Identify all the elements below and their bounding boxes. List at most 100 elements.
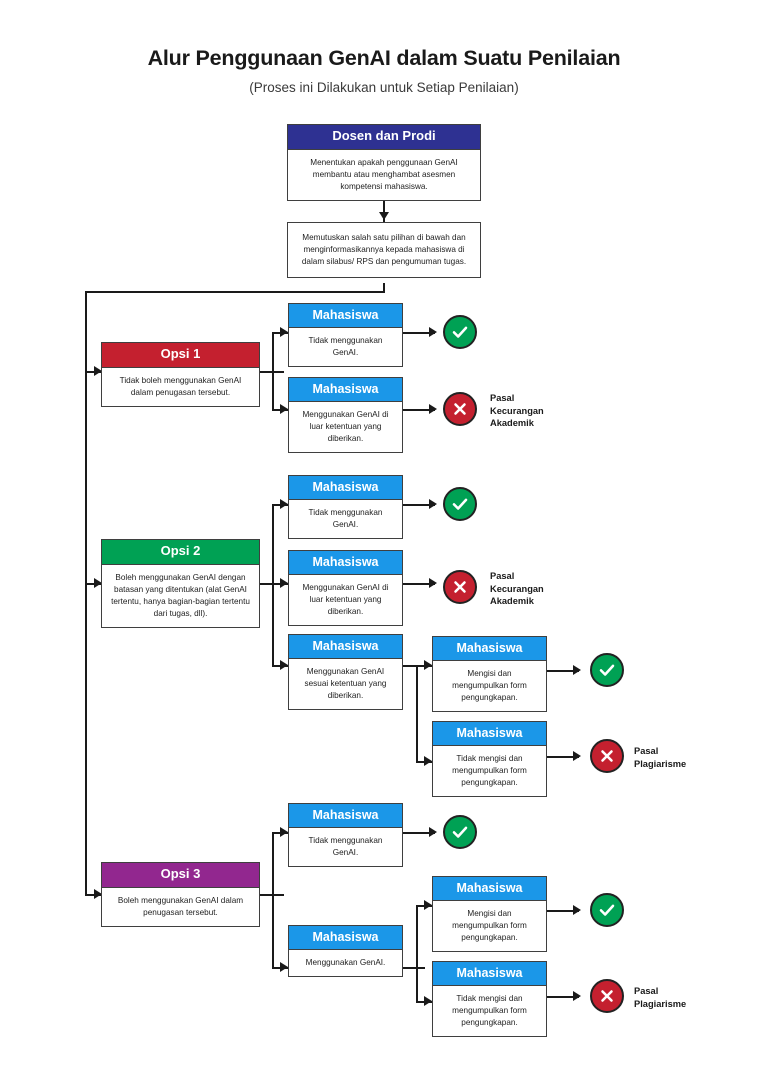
arrowhead-opsi2-outside xyxy=(280,578,288,588)
node-body-text: Menggunakan GenAI. xyxy=(305,958,386,968)
node-o3-form-mengisi[interactable]: Mahasiswa Mengisi dan mengumpulkan form … xyxy=(432,876,547,953)
node-o2-form-mengisi[interactable]: Mahasiswa Mengisi dan mengumpulkan form … xyxy=(432,636,547,713)
check-icon xyxy=(599,904,615,916)
arrowhead-o2-ok xyxy=(429,499,437,509)
arrowhead-opsi1-none xyxy=(280,327,288,337)
arrowhead-o3-formno-bad xyxy=(573,991,581,1001)
outcome-label-plagiarisme: Pasal Plagiarisme xyxy=(634,986,687,1009)
node-o2-form-tidak-mengisi[interactable]: Mahasiswa Tidak mengisi dan mengumpulkan… xyxy=(432,721,547,798)
arrowhead-o3-form-yes xyxy=(424,900,432,910)
arrowhead-start-to-decide xyxy=(379,212,389,220)
connector-o2-form-split xyxy=(416,665,418,762)
node-o1-di-luar-ketentuan[interactable]: Mahasiswa Menggunakan GenAI di luar kete… xyxy=(288,377,403,454)
node-opsi-2[interactable]: Opsi 2 Boleh menggunakan GenAI dengan ba… xyxy=(101,539,260,628)
status-badge-violation xyxy=(590,739,624,773)
arrowhead-opsi2-none xyxy=(280,499,288,509)
arrowhead-opsi1 xyxy=(94,366,102,376)
page-title: Alur Penggunaan GenAI dalam Suatu Penila… xyxy=(147,46,621,70)
arrowhead-opsi2-compliant xyxy=(280,660,288,670)
node-header-label: Mahasiswa xyxy=(289,378,402,403)
connector-o1-outside-to-bad xyxy=(403,409,435,411)
node-header-label: Mahasiswa xyxy=(289,926,402,951)
node-body-text: Boleh menggunakan GenAI dengan batasan y… xyxy=(111,572,250,618)
outcome-label-kecurangan-akademik: Pasal Kecurangan Akademik xyxy=(490,393,544,429)
node-body-text: Menggunakan GenAI di luar ketentuan yang… xyxy=(302,583,389,617)
arrowhead-o1-ok xyxy=(429,327,437,337)
node-header-label: Opsi 2 xyxy=(102,540,259,565)
node-header-label: Mahasiswa xyxy=(433,722,546,747)
node-opsi-3[interactable]: Opsi 3 Boleh menggunakan GenAI dalam pen… xyxy=(101,862,260,927)
node-body-text: Boleh menggunakan GenAI dalam penugasan … xyxy=(117,895,244,917)
check-icon xyxy=(452,498,468,510)
status-badge-violation xyxy=(590,979,624,1013)
node-body-text: Menentukan apakah penggunaan GenAI memba… xyxy=(310,157,458,191)
check-icon xyxy=(599,664,615,676)
node-memutuskan-pilihan[interactable]: Memutuskan salah satu pilihan di bawah d… xyxy=(287,222,481,278)
arrowhead-opsi3-use xyxy=(280,962,288,972)
arrowhead-opsi3 xyxy=(94,889,102,899)
arrowhead-o2-form-yes xyxy=(424,660,432,670)
arrowhead-o2-formno-bad xyxy=(573,751,581,761)
status-badge-violation xyxy=(443,570,477,604)
node-body-text: Menggunakan GenAI sesuai ketentuan yang … xyxy=(304,667,387,701)
node-body-text: Tidak mengisi dan mengumpulkan form peng… xyxy=(452,754,527,788)
node-header-label: Dosen dan Prodi xyxy=(288,125,480,150)
node-header-label: Mahasiswa xyxy=(289,804,402,829)
outcome-label-kecurangan-akademik: Pasal Kecurangan Akademik xyxy=(490,571,544,607)
node-o3-form-tidak-mengisi[interactable]: Mahasiswa Tidak mengisi dan mengumpulkan… xyxy=(432,961,547,1038)
connector-o3-none-to-ok xyxy=(403,832,435,834)
connector-o3-formno-to-bad xyxy=(547,996,579,998)
node-body-text: Menggunakan GenAI di luar ketentuan yang… xyxy=(302,410,389,444)
cross-icon xyxy=(454,403,466,415)
connector-o2-formno-to-bad xyxy=(547,756,579,758)
status-badge-violation xyxy=(443,392,477,426)
connector-o3-formyes-to-ok xyxy=(547,910,579,912)
connector-decide-down xyxy=(383,283,385,292)
node-o2-tidak-menggunakan[interactable]: Mahasiswa Tidak menggunakan GenAI. xyxy=(288,475,403,540)
connector-o3-use-out xyxy=(403,967,425,969)
node-opsi-1[interactable]: Opsi 1 Tidak boleh menggunakan GenAI dal… xyxy=(101,342,260,407)
arrowhead-opsi2 xyxy=(94,578,102,588)
node-body-text: Tidak menggunakan GenAI. xyxy=(308,336,383,358)
node-header-label: Opsi 1 xyxy=(102,343,259,368)
cross-icon xyxy=(454,581,466,593)
arrowhead-o2-formyes-ok xyxy=(573,665,581,675)
node-header-label: Opsi 3 xyxy=(102,863,259,888)
node-header-label: Mahasiswa xyxy=(289,476,402,501)
node-o2-sesuai-ketentuan[interactable]: Mahasiswa Menggunakan GenAI sesuai keten… xyxy=(288,634,403,711)
arrowhead-opsi3-none xyxy=(280,827,288,837)
cross-icon xyxy=(601,990,613,1002)
node-body-text: Memutuskan salah satu pilihan di bawah d… xyxy=(301,233,467,266)
node-o3-menggunakan[interactable]: Mahasiswa Menggunakan GenAI. xyxy=(288,925,403,978)
status-badge-approved xyxy=(443,315,477,349)
arrowhead-o3-formyes-ok xyxy=(573,905,581,915)
page-subtitle: (Proses ini Dilakukan untuk Setiap Penil… xyxy=(249,80,519,95)
node-body-text: Tidak menggunakan GenAI. xyxy=(308,508,383,530)
arrowhead-opsi1-outside xyxy=(280,404,288,414)
status-badge-approved xyxy=(590,653,624,687)
connector-main-trunk xyxy=(85,291,87,895)
connector-trunk-to-opsi2 xyxy=(85,583,101,585)
node-o3-tidak-menggunakan[interactable]: Mahasiswa Tidak menggunakan GenAI. xyxy=(288,803,403,868)
connector-trunk-to-opsi3 xyxy=(85,894,101,896)
arrowhead-o3-form-no xyxy=(424,996,432,1006)
node-header-label: Mahasiswa xyxy=(289,635,402,660)
node-body-text: Mengisi dan mengumpulkan form pengungkap… xyxy=(452,669,527,703)
connector-opsi3-split xyxy=(272,832,274,968)
connector-o3-form-split xyxy=(416,905,418,1002)
node-body-text: Mengisi dan mengumpulkan form pengungkap… xyxy=(452,909,527,943)
node-body-text: Tidak menggunakan GenAI. xyxy=(308,836,383,858)
node-o2-di-luar-ketentuan[interactable]: Mahasiswa Menggunakan GenAI di luar kete… xyxy=(288,550,403,627)
connector-decide-left xyxy=(85,291,385,293)
node-dosen-dan-prodi[interactable]: Dosen dan Prodi Menentukan apakah penggu… xyxy=(287,124,481,201)
connector-o1-none-to-ok xyxy=(403,332,435,334)
connector-opsi1-split xyxy=(272,332,274,410)
connector-trunk-to-opsi1 xyxy=(85,371,101,373)
node-o1-tidak-menggunakan[interactable]: Mahasiswa Tidak menggunakan GenAI. xyxy=(288,303,403,368)
outcome-label-plagiarisme: Pasal Plagiarisme xyxy=(634,746,687,769)
connector-start-to-decide xyxy=(383,196,385,222)
node-header-label: Mahasiswa xyxy=(289,304,402,329)
status-badge-approved xyxy=(590,893,624,927)
node-header-label: Mahasiswa xyxy=(289,551,402,576)
